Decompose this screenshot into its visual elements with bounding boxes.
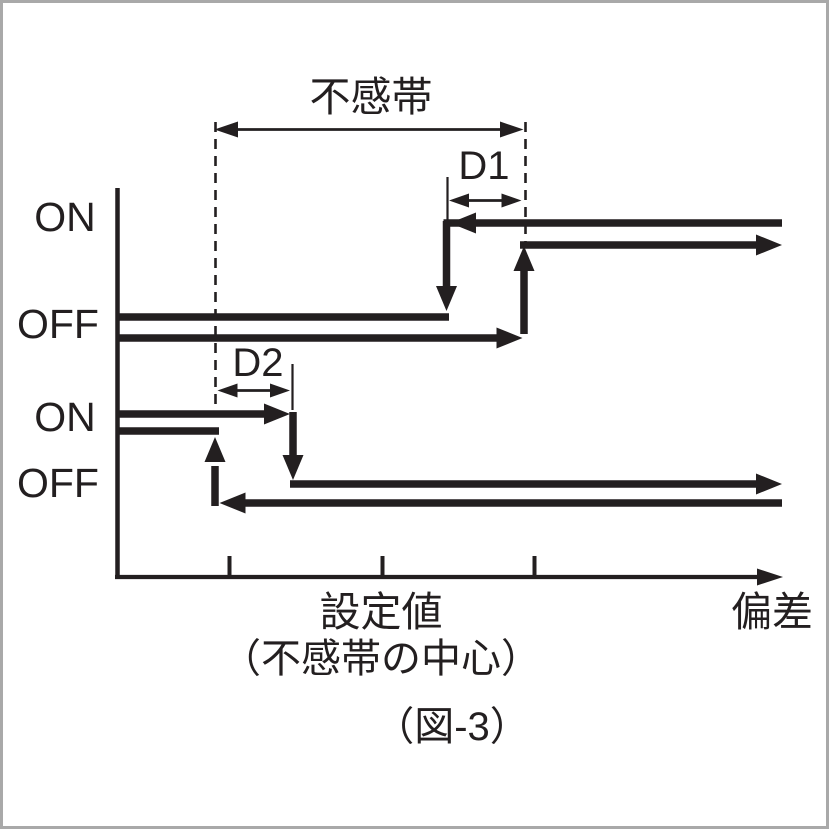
output1-off-travel-arrow-icon <box>496 327 523 349</box>
output1-decreasing-path <box>117 219 782 321</box>
d2-dimension-arrow <box>217 383 290 398</box>
output2-drop-arrow-icon <box>282 455 304 480</box>
d2-arrow-left-head-icon <box>217 383 238 398</box>
output1-on-label: ON <box>34 194 96 240</box>
deadband-arrow-right-head-icon <box>500 121 524 138</box>
d1-arrow-right-head-icon <box>501 193 522 208</box>
output1-trace-increasing <box>117 234 782 349</box>
deadband-title: 不感帯 <box>310 74 433 120</box>
d1-label: D1 <box>458 144 509 188</box>
output2-on-travel-arrow-icon <box>264 403 290 425</box>
deviation-axis-label: 偏差 <box>731 589 813 635</box>
output1-rise-arrow-icon <box>513 246 535 271</box>
setpoint-label: 設定値 <box>320 589 443 635</box>
output2-off-travel-arrow-icon <box>756 473 782 495</box>
figure-caption: （図-3） <box>374 705 530 749</box>
output2-trace-increasing <box>117 403 782 495</box>
output2-turn-on-direction-arrow-icon <box>219 492 246 514</box>
deadband-arrow-left-head-icon <box>214 121 238 138</box>
d1-arrow-left-head-icon <box>449 193 469 208</box>
d2-arrow-right-head-icon <box>270 383 290 398</box>
setpoint-note-label: （不感帯の中心） <box>221 637 541 681</box>
output1-off-label: OFF <box>17 301 99 347</box>
output1-drop-arrow-icon <box>436 286 457 311</box>
d2-label: D2 <box>232 341 283 385</box>
output1-trace-decreasing <box>117 212 782 321</box>
output1-increasing-path <box>117 241 757 342</box>
x-axis-arrowhead-icon <box>757 568 783 586</box>
output2-on-label: ON <box>34 394 96 440</box>
output2-rise-arrow-icon <box>204 437 226 462</box>
output2-decreasing-path <box>117 427 782 507</box>
d1-dimension-arrow <box>449 193 522 208</box>
x-axis <box>115 556 783 586</box>
output2-increasing-path <box>117 410 757 488</box>
output1-turn-off-direction-arrow-icon <box>450 212 476 234</box>
output1-on-travel-arrow-icon <box>756 234 782 256</box>
deadband-extent-arrow <box>214 121 524 138</box>
output2-trace-decreasing <box>117 427 782 514</box>
output2-off-label: OFF <box>17 460 99 506</box>
